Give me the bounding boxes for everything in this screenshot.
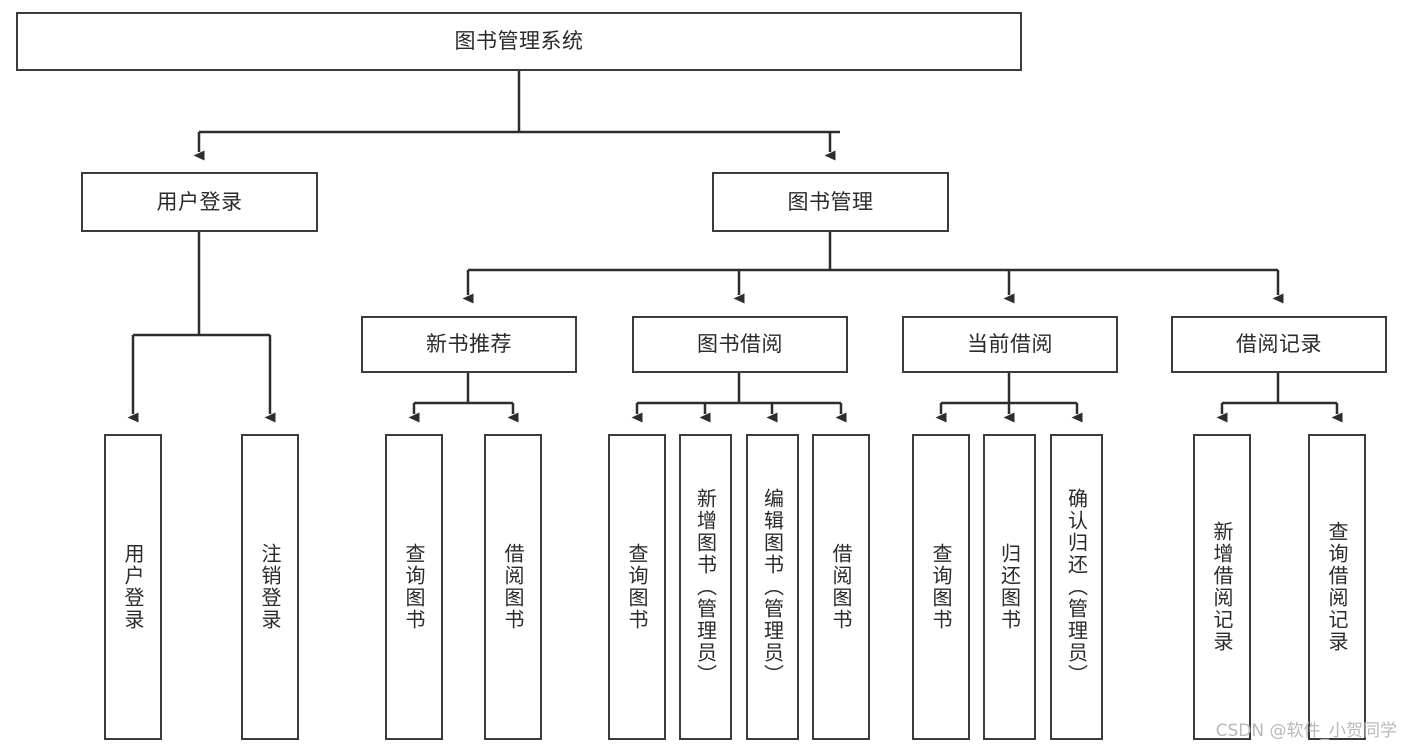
node-label: 新增借阅记录 <box>1210 521 1234 653</box>
leaf-current-return-book[interactable]: 归还图书 <box>983 434 1036 740</box>
node-label: 注销登录 <box>258 543 282 631</box>
leaf-borrow-edit-book-admin[interactable]: 编辑图书（管理员） <box>746 434 799 740</box>
node-label: 编辑图书（管理员） <box>760 488 785 686</box>
node-user-login[interactable]: 用户登录 <box>81 172 318 232</box>
leaf-record-query-record[interactable]: 查询借阅记录 <box>1308 434 1366 740</box>
node-book-management[interactable]: 图书管理 <box>712 172 949 232</box>
node-label: 图书管理系统 <box>454 29 584 54</box>
node-book-borrow[interactable]: 图书借阅 <box>632 316 848 373</box>
node-current-borrow[interactable]: 当前借阅 <box>902 316 1118 373</box>
leaf-borrow-query-book[interactable]: 查询图书 <box>608 434 666 740</box>
leaf-record-add-record[interactable]: 新增借阅记录 <box>1193 434 1251 740</box>
leaf-current-query-book[interactable]: 查询图书 <box>912 434 970 740</box>
node-label: 新书推荐 <box>426 332 512 357</box>
leaf-current-confirm-return-admin[interactable]: 确认归还（管理员） <box>1050 434 1103 740</box>
node-label: 新增图书（管理员） <box>693 488 718 686</box>
node-label: 当前借阅 <box>967 332 1053 357</box>
leaf-borrow-borrow-book[interactable]: 借阅图书 <box>812 434 870 740</box>
csdn-watermark: CSDN @软件_小贺同学 <box>1215 721 1397 741</box>
node-label: 查询图书 <box>929 543 953 631</box>
leaf-borrow-add-book-admin[interactable]: 新增图书（管理员） <box>679 434 732 740</box>
leaf-new-book-query[interactable]: 查询图书 <box>385 434 443 740</box>
leaf-new-book-borrow[interactable]: 借阅图书 <box>484 434 542 740</box>
node-label: 查询图书 <box>402 543 426 631</box>
leaf-user-login-login[interactable]: 用户登录 <box>104 434 162 740</box>
node-label: 归还图书 <box>997 543 1022 631</box>
node-label: 查询图书 <box>625 543 649 631</box>
node-borrow-record[interactable]: 借阅记录 <box>1171 316 1387 373</box>
node-label: 图书借阅 <box>697 332 783 357</box>
node-label: 用户登录 <box>121 543 145 631</box>
node-label: 借阅记录 <box>1236 332 1322 357</box>
node-label: 借阅图书 <box>501 543 525 631</box>
node-label: 借阅图书 <box>829 543 853 631</box>
node-root-system[interactable]: 图书管理系统 <box>16 12 1022 71</box>
node-label: 确认归还（管理员） <box>1064 488 1089 686</box>
node-label: 用户登录 <box>156 189 243 214</box>
node-new-book-recommend[interactable]: 新书推荐 <box>361 316 577 373</box>
node-label: 图书管理 <box>787 189 874 214</box>
node-label: 查询借阅记录 <box>1325 521 1349 653</box>
leaf-user-login-logout[interactable]: 注销登录 <box>241 434 299 740</box>
